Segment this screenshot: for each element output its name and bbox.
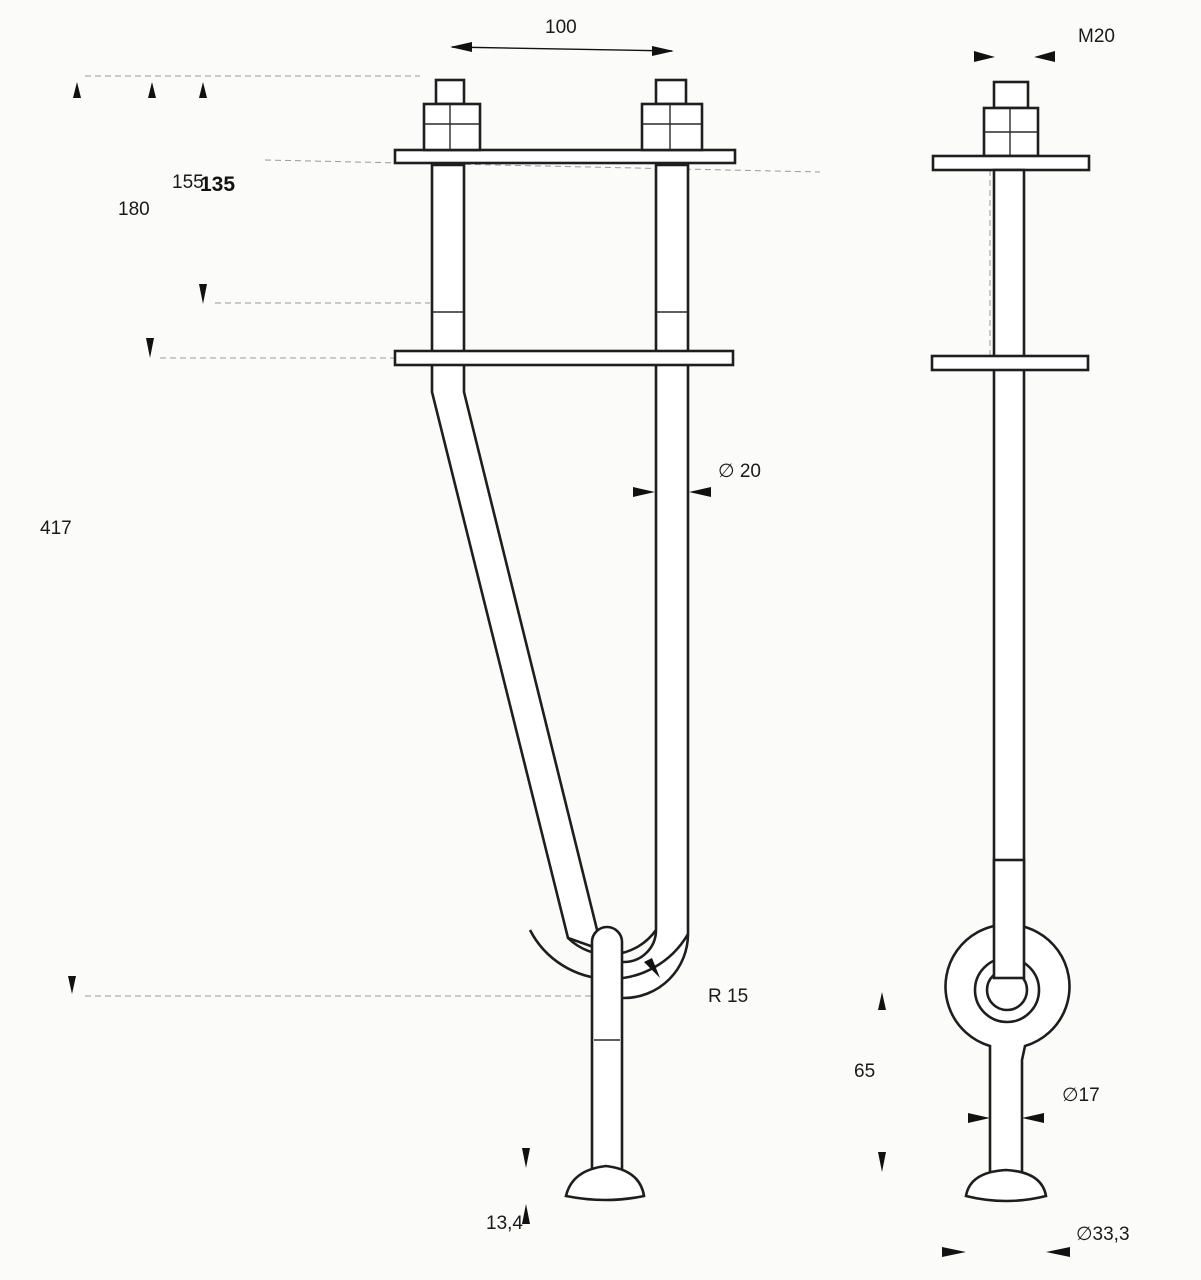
right-nut bbox=[640, 78, 704, 152]
dim-height-417: 417 bbox=[40, 518, 72, 539]
anchor-stem bbox=[564, 925, 646, 1202]
extension-lines bbox=[85, 75, 991, 997]
lower-plate bbox=[393, 349, 735, 367]
side-shaft bbox=[992, 168, 1026, 972]
dimension-labels: 100 M20 155 135 180 417 ∅ 20 R 15 65 ∅17… bbox=[40, 17, 1130, 1245]
upper-plate bbox=[393, 148, 737, 165]
dim-thread-m20: M20 bbox=[1078, 26, 1115, 47]
dim-height-135: 135 bbox=[200, 173, 235, 196]
dim-radius-15: R 15 bbox=[708, 986, 748, 1007]
left-nut bbox=[422, 78, 482, 152]
anchor-foot bbox=[564, 1164, 646, 1202]
dim-diameter-33-3: ∅33,3 bbox=[1076, 1224, 1130, 1245]
dim-diameter-20: ∅ 20 bbox=[718, 461, 761, 482]
dim-height-65: 65 bbox=[854, 1061, 875, 1082]
dimension-arrows bbox=[68, 42, 1070, 1257]
side-lower-plate bbox=[930, 354, 1090, 372]
left-bolt-leg bbox=[430, 163, 604, 953]
dim-diameter-17: ∅17 bbox=[1062, 1085, 1100, 1106]
front-view bbox=[393, 78, 737, 1202]
side-view bbox=[930, 80, 1091, 1203]
dim-width-100: 100 bbox=[545, 17, 577, 38]
side-upper-plate bbox=[931, 154, 1091, 172]
right-bolt-leg bbox=[602, 163, 690, 1000]
dim-height-180: 180 bbox=[118, 199, 150, 220]
side-foot bbox=[964, 1168, 1048, 1203]
dim-height-13-4: 13,4 bbox=[486, 1213, 523, 1234]
dim-height-155: 155 bbox=[172, 172, 204, 193]
